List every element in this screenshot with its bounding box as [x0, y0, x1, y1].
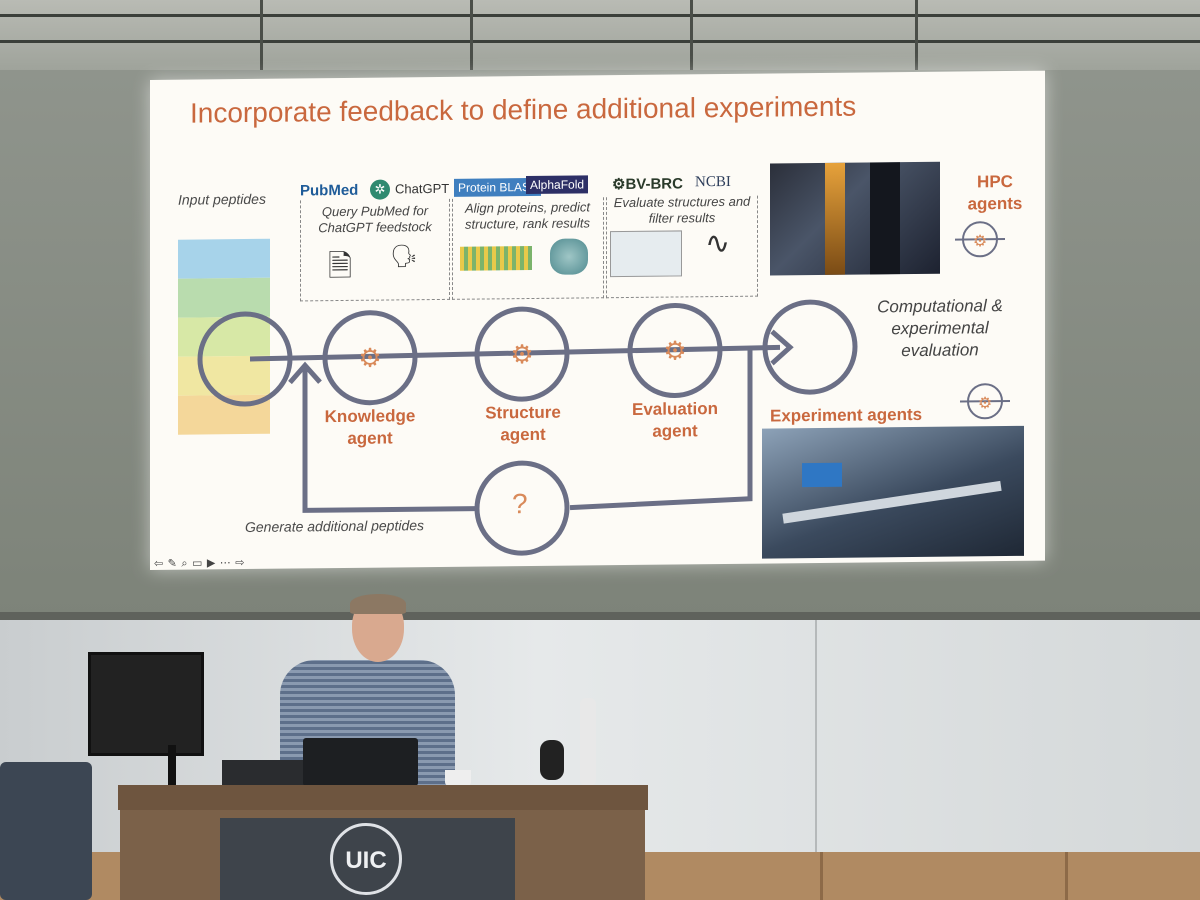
screen-frame	[0, 612, 1200, 620]
structure-agent-label: Structure agent	[485, 402, 561, 445]
feedback-line-right	[569, 347, 753, 511]
gear-icon: ⚙	[978, 393, 992, 412]
podium-top	[118, 785, 648, 810]
subtitles-icon[interactable]: ▭	[191, 557, 203, 570]
ceiling-beam	[470, 0, 473, 70]
uic-logo: UIC	[330, 823, 402, 895]
ceiling-beam	[260, 0, 263, 70]
wood-seam	[820, 852, 823, 900]
feedback-circle	[474, 460, 570, 556]
forward-arrow-icon[interactable]: ⇨	[235, 557, 245, 570]
main-flow-line	[249, 344, 781, 362]
gear-icon: ⚙	[663, 336, 686, 366]
wood-seam	[1065, 852, 1068, 900]
main-flow-arrowhead	[770, 329, 794, 366]
camera-icon[interactable]: ▶	[206, 557, 216, 570]
laptop	[303, 738, 418, 786]
chair	[0, 762, 92, 900]
microphone-stand	[580, 698, 596, 786]
evaluation-agent-label: Evaluation agent	[632, 399, 718, 441]
zoom-icon[interactable]: ⌕	[181, 557, 188, 570]
generate-peptides-label: Generate additional peptides	[245, 517, 425, 536]
projected-slide: Incorporate feedback to define additiona…	[150, 70, 1045, 572]
more-icon[interactable]: ⋯	[219, 557, 231, 570]
cup	[445, 770, 471, 786]
ceiling	[0, 0, 1200, 70]
question-mark: ?	[512, 488, 528, 520]
knowledge-agent-label: Knowledge agent	[324, 406, 416, 448]
confidence-monitor	[88, 652, 204, 756]
feedback-arrowhead	[288, 361, 322, 385]
ceiling-beam	[915, 0, 918, 70]
laptop-secondary	[222, 760, 307, 786]
gear-icon: ⚙	[973, 231, 987, 250]
workflow-diagram: ⚙ ⚙ ⚙ ⚙ ⚙	[197, 221, 1010, 556]
gear-icon: ⚙	[510, 340, 533, 370]
feedback-line-left	[302, 368, 475, 513]
pen-icon[interactable]: ✎	[167, 557, 177, 570]
gear-icon: ⚙	[358, 344, 381, 374]
microphone	[540, 740, 564, 780]
ceiling-grid-line	[0, 14, 1200, 17]
back-arrow-icon[interactable]: ⇦	[154, 557, 164, 570]
monitor-stand	[168, 745, 176, 785]
ceiling-grid-line	[0, 40, 1200, 43]
speaker-hair	[350, 594, 406, 614]
ceiling-beam	[690, 0, 693, 70]
slide-nav-toolbar: ⇦ ✎ ⌕ ▭ ▶ ⋯ ⇨	[154, 553, 244, 572]
whiteboard-seam	[815, 618, 817, 858]
